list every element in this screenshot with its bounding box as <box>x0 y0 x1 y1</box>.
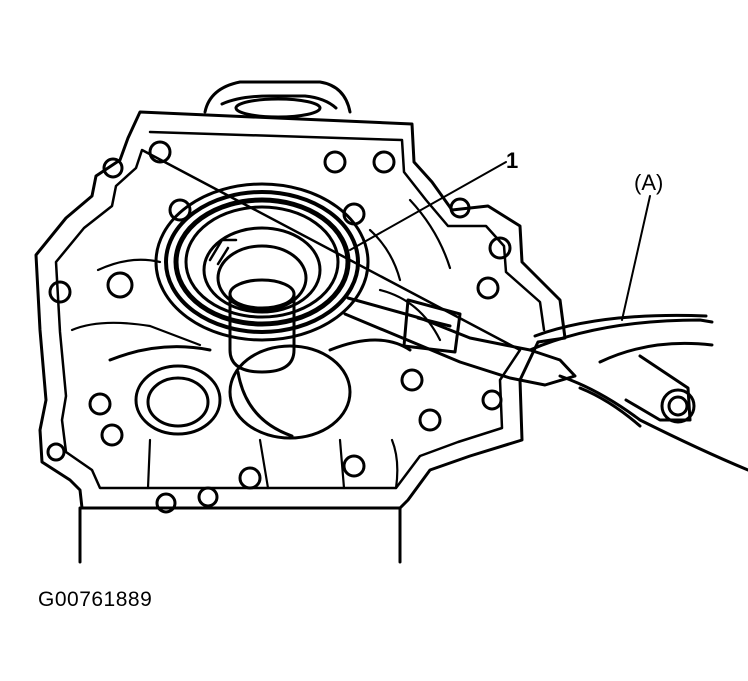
main-shaft <box>228 278 296 374</box>
leader-line-1 <box>349 161 507 251</box>
housing-outline <box>34 110 567 510</box>
casting-contours <box>70 198 452 490</box>
callout-tool-a: (A) <box>634 170 664 195</box>
mounting-block <box>78 506 402 564</box>
housing-inner-flange <box>54 130 546 490</box>
lower-bores <box>108 338 412 440</box>
bolt-holes <box>46 140 512 514</box>
figure-id: G00761889 <box>38 588 153 611</box>
circlip-pliers-tool <box>343 296 748 472</box>
callout-part-1: 1 <box>506 148 519 173</box>
leader-line-a <box>621 195 651 321</box>
top-boss <box>203 80 352 119</box>
shaft-bore-assembly <box>154 182 370 342</box>
